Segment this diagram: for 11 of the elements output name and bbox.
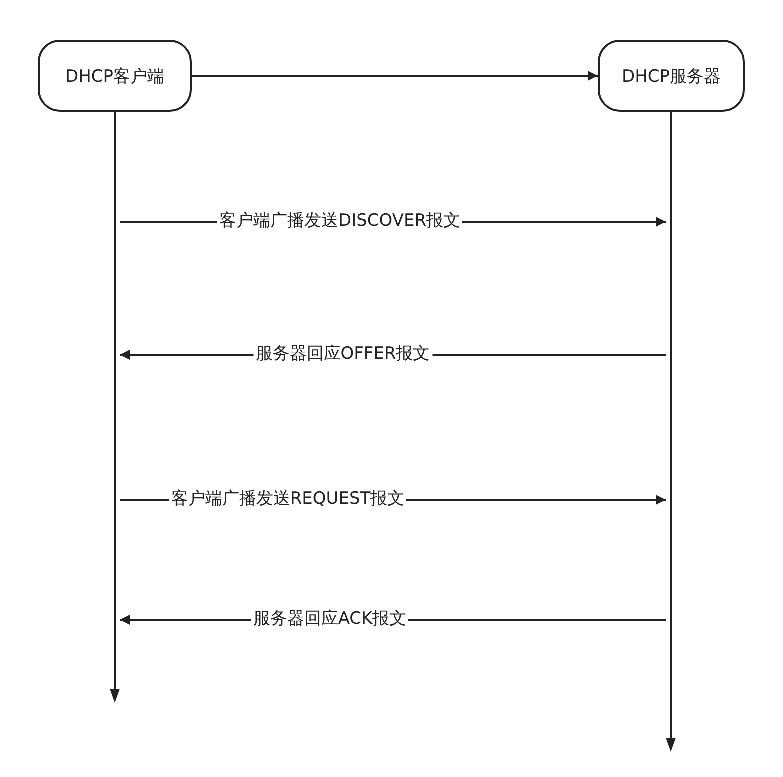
rounded-box: [598, 40, 745, 112]
edge-label: 客户端广播发送REQUEST报文: [169, 489, 407, 509]
arrow: [192, 71, 598, 81]
rounded-box: [38, 40, 192, 112]
edge-label: 服务器回应ACK报文: [251, 609, 409, 629]
node-label: DHCP客户端: [66, 66, 164, 88]
edge-label: 服务器回应OFFER报文: [254, 344, 432, 364]
lifeline-arrow: [110, 112, 120, 703]
node-label: DHCP服务器: [622, 66, 721, 88]
edge-label: 客户端广播发送DISCOVER报文: [217, 211, 463, 231]
lifeline-arrow: [666, 112, 676, 752]
